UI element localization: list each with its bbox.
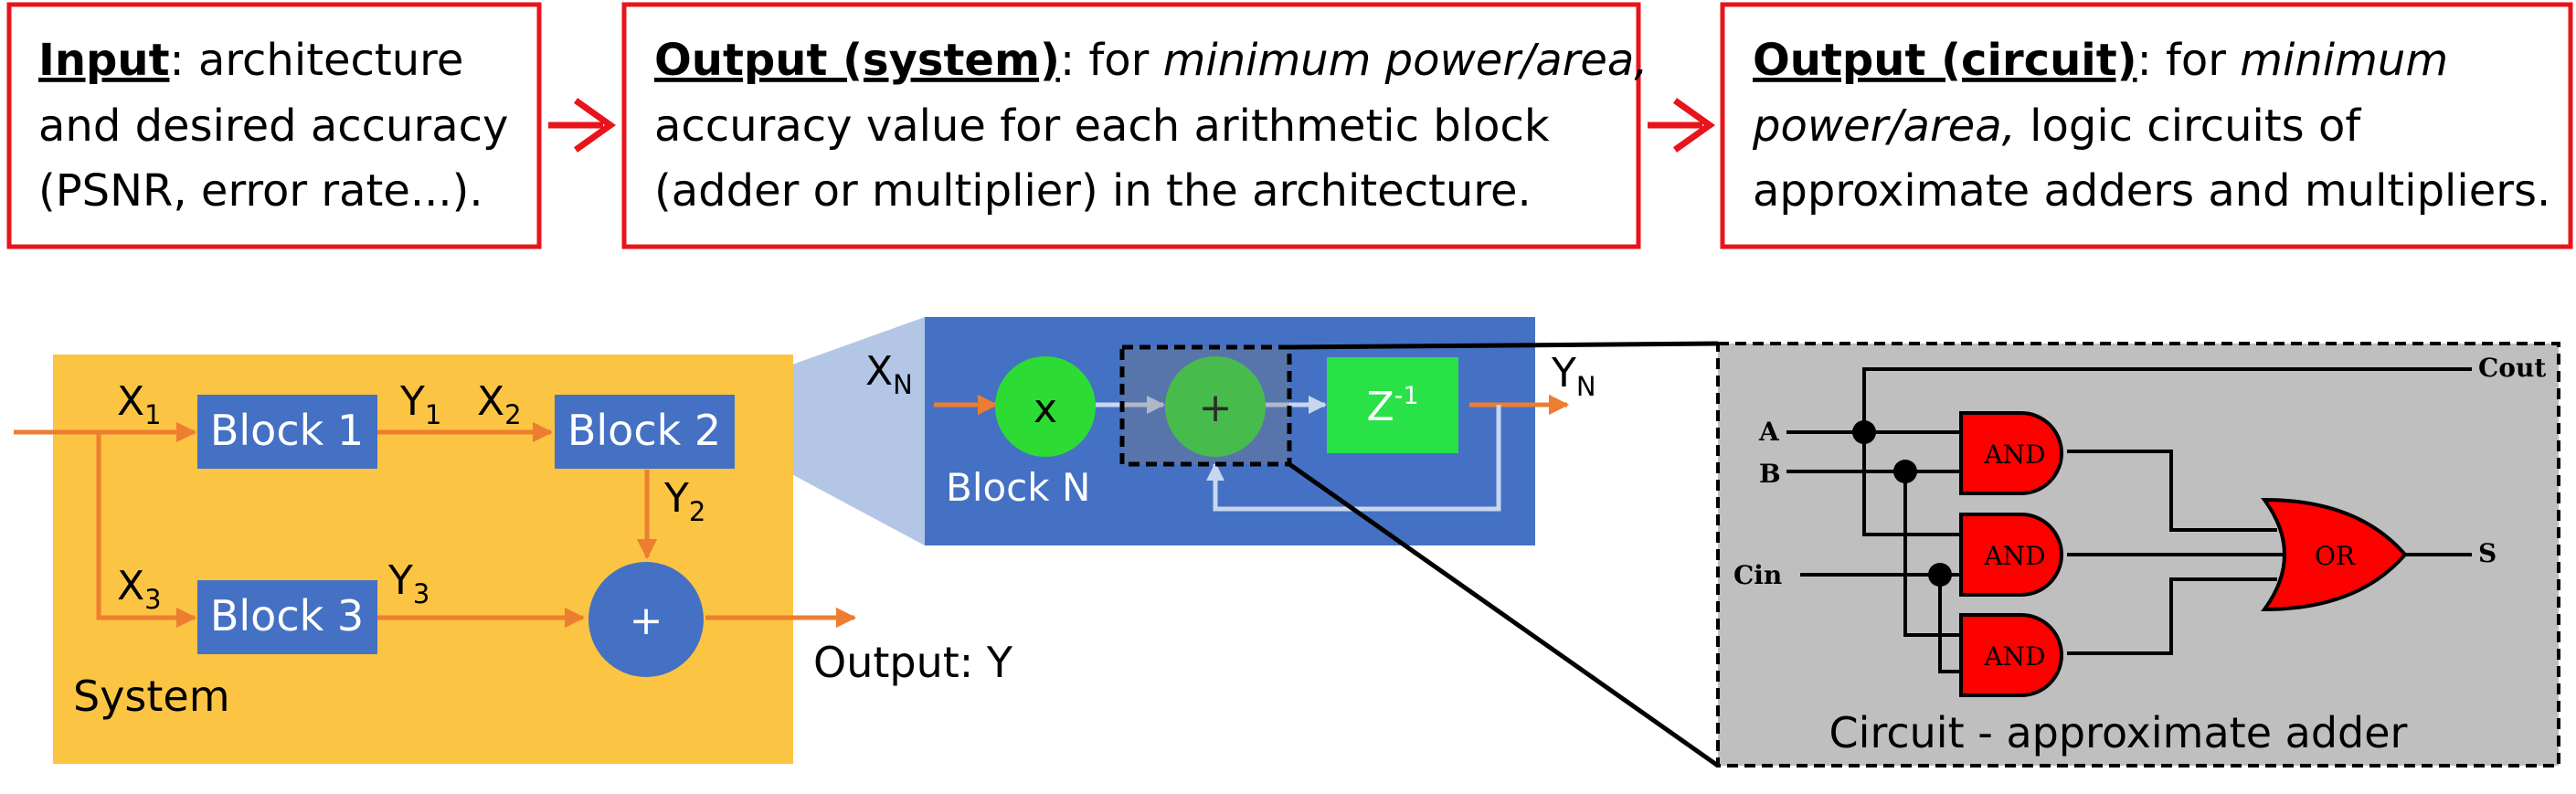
- output-y-label: Output: Y: [813, 638, 1013, 687]
- and-gate-1-label: AND: [1983, 439, 2045, 470]
- label-y1: Y1: [399, 378, 441, 430]
- output-system-line3: (adder or multiplier) in the architectur…: [654, 165, 1532, 217]
- adder-selection: [1119, 344, 1292, 467]
- output-circuit-line1: Output (circuit): for minimum: [1753, 35, 2448, 86]
- zoom-line-top: [1288, 341, 1719, 350]
- circuit-input-b: B: [1759, 459, 1781, 489]
- circuit-input-cin: Cin: [1733, 560, 1782, 590]
- label-x3: X3: [117, 563, 162, 615]
- circuit-caption: Circuit - approximate adder: [1829, 708, 2408, 757]
- system-adder[interactable]: +: [588, 562, 704, 677]
- block-n-wires: [934, 394, 1570, 512]
- output-circuit-line2: power/area, logic circuits of: [1752, 101, 2361, 152]
- and-gate-2-label: AND: [1983, 541, 2045, 571]
- input-box-line1: Input: architecture: [38, 35, 463, 86]
- input-box: Input: architecture and desired accuracy…: [6, 2, 542, 249]
- and-gate-2: AND: [1959, 513, 2063, 597]
- or-gate-label: OR: [2315, 541, 2356, 571]
- output-system-box-frame: [621, 2, 1641, 249]
- block-1[interactable]: Block 1: [197, 395, 377, 469]
- input-box-frame: [6, 2, 542, 249]
- input-box-line2: and desired accuracy: [38, 101, 508, 152]
- system-wires: [14, 421, 857, 629]
- output-system-box: Output (system): for minimum power/area,…: [621, 2, 1648, 249]
- label-x2: X2: [477, 378, 522, 430]
- circuit-output-s: S: [2478, 538, 2496, 568]
- zoom-line-bottom: [1288, 461, 1720, 768]
- delay-label: Z-1: [1366, 382, 1418, 430]
- label-y2: Y2: [663, 475, 705, 527]
- adder-node[interactable]: +: [1165, 356, 1266, 457]
- circuit-input-a: A: [1758, 417, 1780, 447]
- delay-block[interactable]: Z-1: [1327, 357, 1458, 453]
- and-gate-1: AND: [1959, 411, 2063, 495]
- multiplier-symbol: x: [1034, 386, 1057, 432]
- multiplier-node[interactable]: x: [995, 356, 1096, 457]
- arrow-system-to-circuit: [1648, 98, 1716, 153]
- circuit-junctions: [1852, 420, 1952, 587]
- label-xn: XN: [865, 348, 913, 400]
- system-adder-symbol: +: [630, 598, 663, 644]
- output-circuit-box: Output (circuit): for minimum power/area…: [1720, 2, 2573, 249]
- arrow-input-to-system: [548, 98, 617, 153]
- label-x1: X1: [117, 378, 162, 430]
- system-label: System: [73, 672, 230, 721]
- circuit-wires: [1786, 367, 2472, 673]
- and-gate-3-label: AND: [1983, 641, 2045, 672]
- block-2-label: Block 2: [567, 406, 721, 455]
- output-system-line2: accuracy value for each arithmetic block: [654, 101, 1550, 152]
- block-1-label: Block 1: [210, 406, 364, 455]
- input-box-line3: (PSNR, error rate...).: [38, 165, 483, 217]
- label-y3: Y3: [387, 557, 429, 609]
- and-gate-3: AND: [1959, 613, 2063, 697]
- adder-symbol: +: [1199, 385, 1233, 431]
- output-circuit-line3: approximate adders and multipliers.: [1753, 165, 2550, 217]
- block-3-label: Block 3: [210, 591, 364, 640]
- circuit-output-cout: Cout: [2478, 353, 2546, 383]
- or-gate: OR: [2261, 497, 2408, 612]
- output-circuit-box-frame: [1720, 2, 2573, 249]
- block-3[interactable]: Block 3: [197, 580, 377, 654]
- output-system-line1: Output (system): for minimum power/area,: [654, 35, 1648, 86]
- label-yn: YN: [1551, 350, 1596, 402]
- block-n-label: Block N: [946, 465, 1090, 510]
- block-2[interactable]: Block 2: [555, 395, 735, 469]
